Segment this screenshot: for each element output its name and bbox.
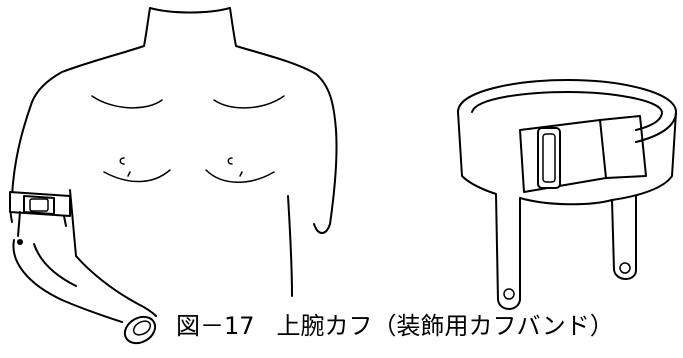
torso-figure <box>9 7 338 345</box>
figure-number: 図－17 <box>176 312 255 340</box>
figure-caption: 図－17 上腕カフ（装飾用カフバンド） <box>176 310 614 342</box>
figure-title: 上腕カフ（装飾用カフバンド） <box>276 312 614 340</box>
cuff-band-illustration <box>457 79 677 310</box>
